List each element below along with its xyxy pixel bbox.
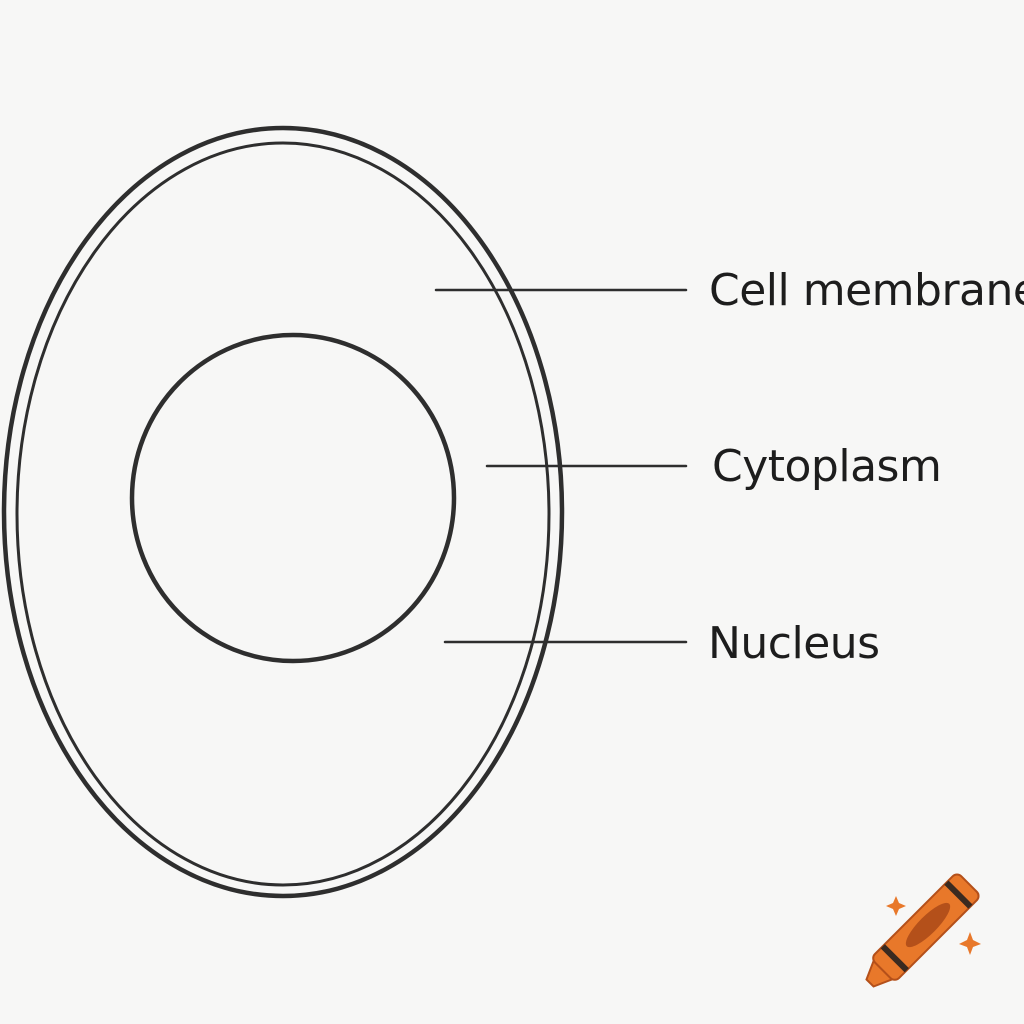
membrane-label: Cell membrane <box>709 265 1024 316</box>
cell-membrane-outer <box>1 125 565 899</box>
sparkle-icon <box>886 896 906 916</box>
nucleus-shape <box>129 332 457 664</box>
nucleus-label: Nucleus <box>708 618 880 669</box>
cell-membrane-inner <box>15 141 551 887</box>
crayon-icon <box>865 873 980 988</box>
cytoplasm-label: Cytoplasm <box>712 441 941 492</box>
sparkle-icon <box>959 932 981 955</box>
